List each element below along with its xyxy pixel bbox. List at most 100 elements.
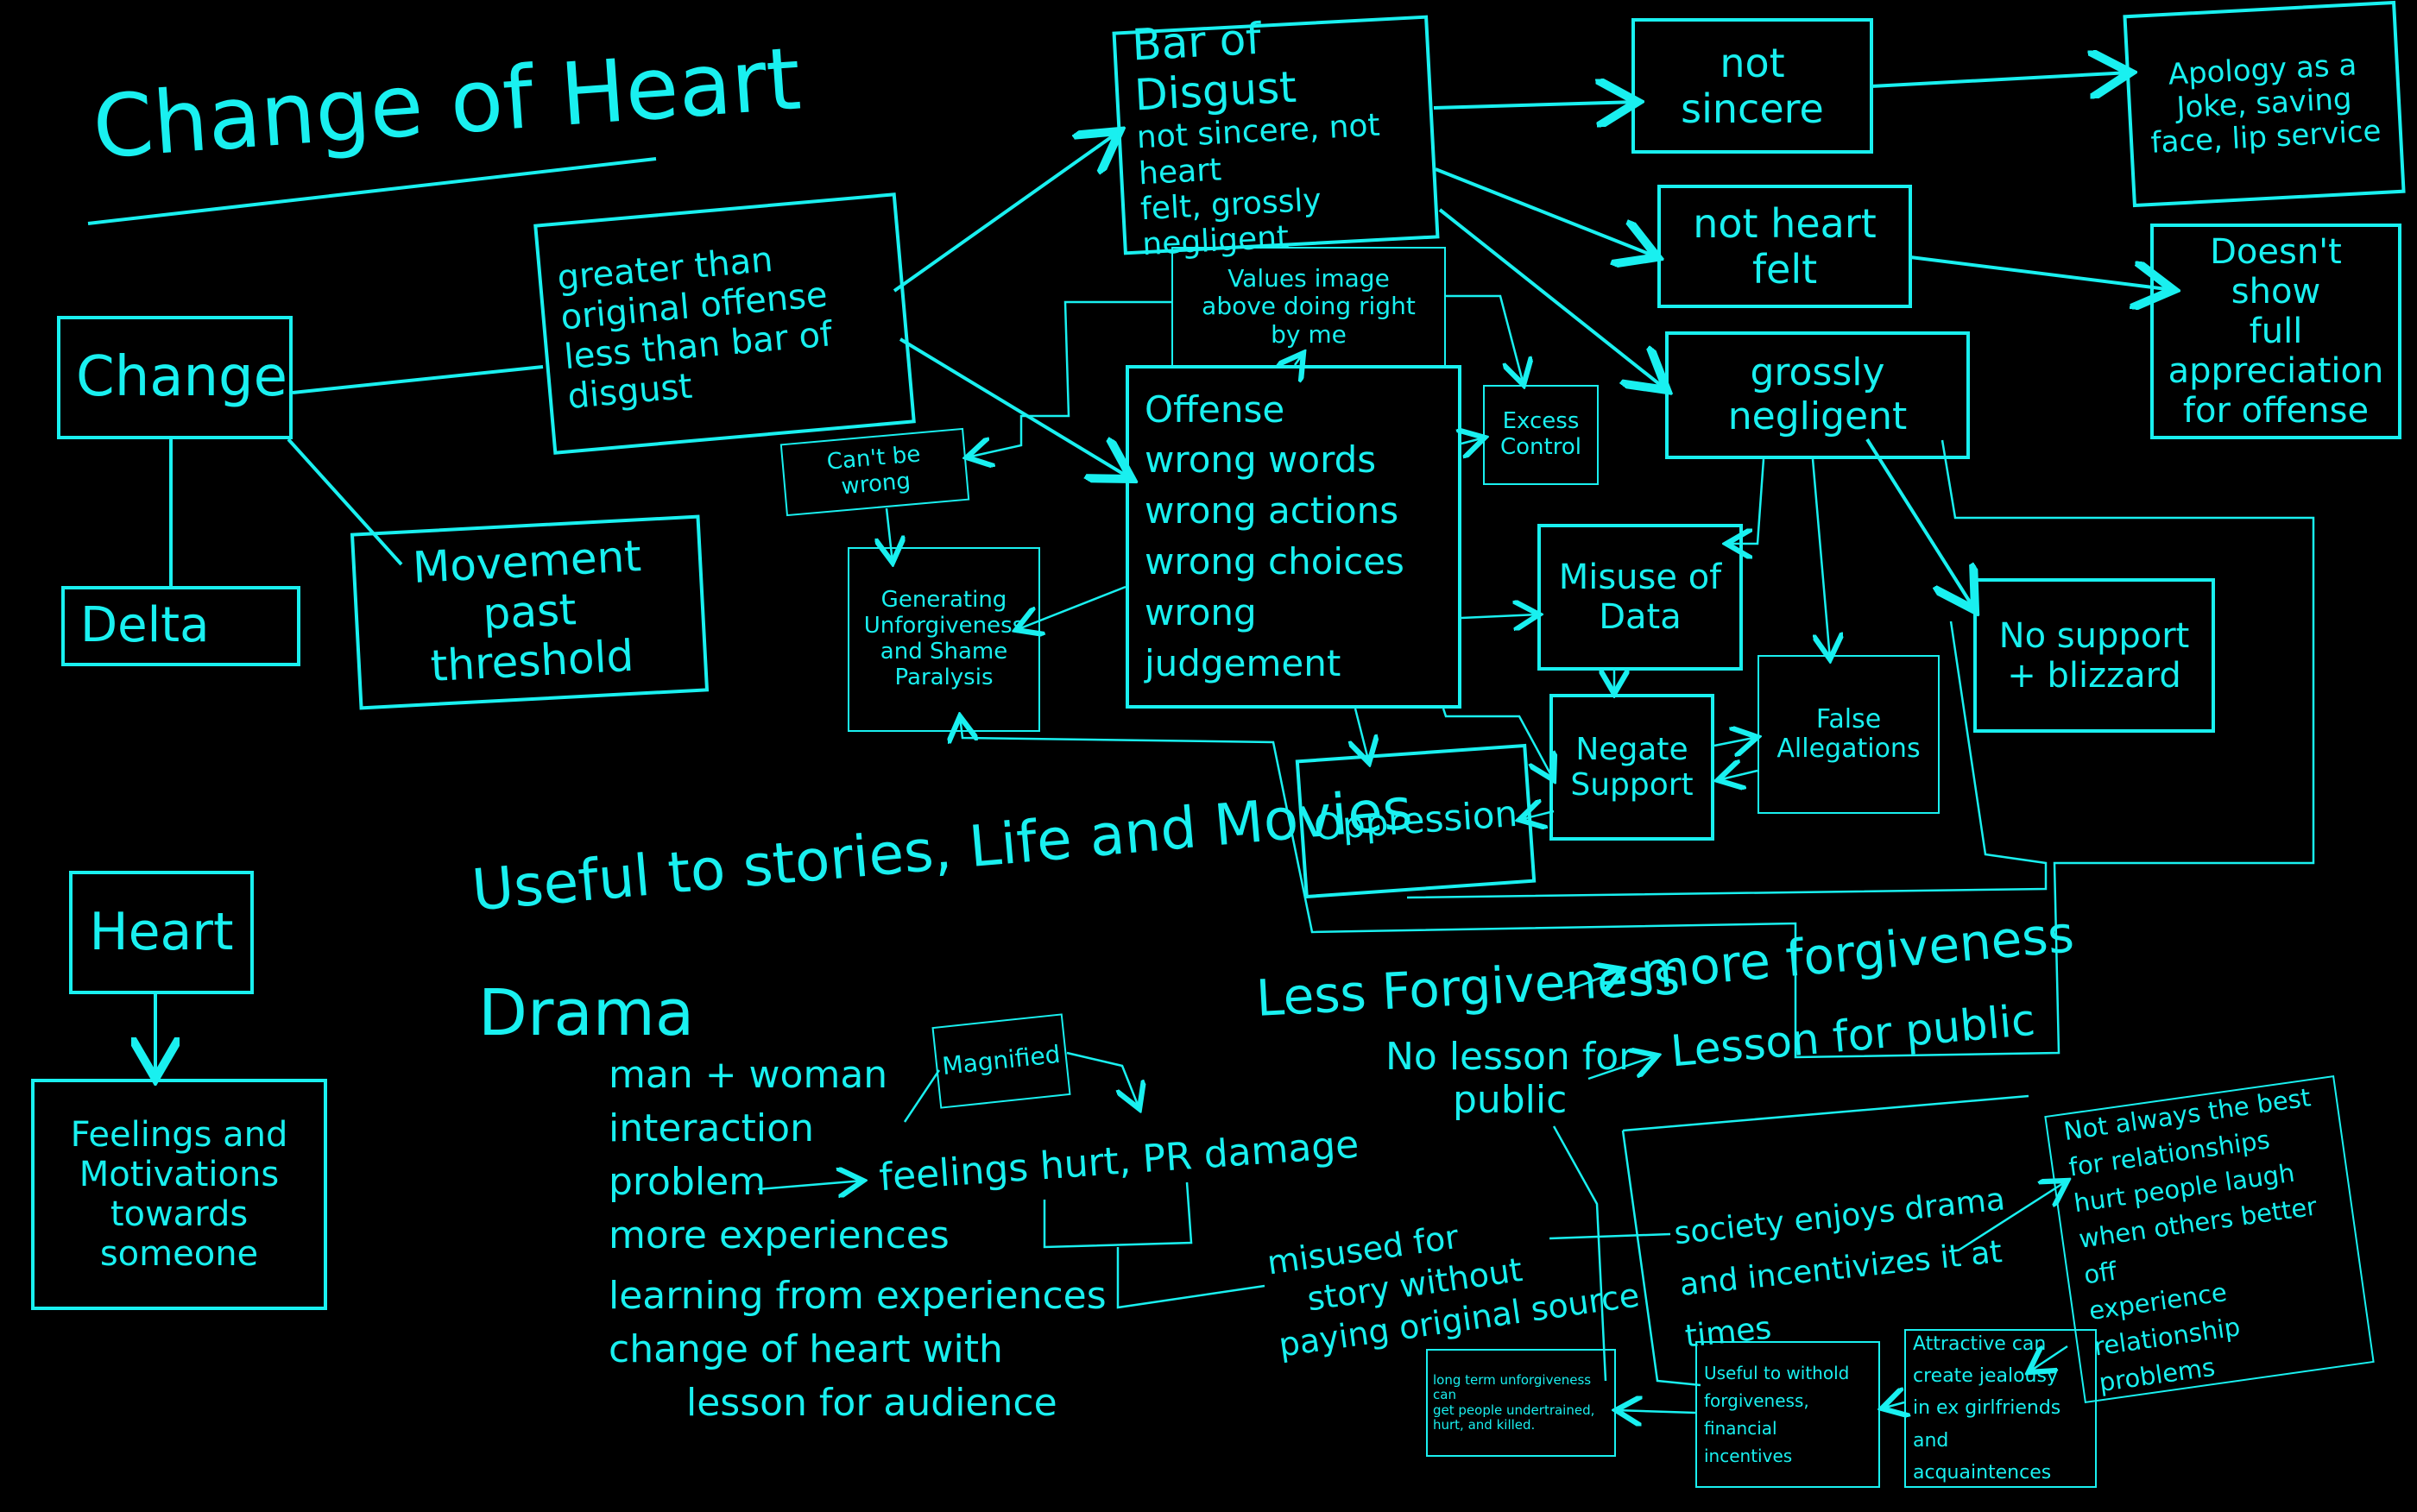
node-line: towards someone — [99, 1194, 259, 1274]
node-not-sincere: not sincere — [1631, 18, 1873, 154]
node-heading: Bar of Disgust — [1130, 14, 1298, 121]
node-line: full appreciation — [2168, 312, 2384, 391]
node-line: wrong actions — [1145, 489, 1399, 532]
connector — [1811, 458, 1830, 659]
node-delta: Delta — [61, 586, 300, 666]
connector — [1355, 708, 1369, 763]
node-line: Negate — [1575, 731, 1688, 767]
connector — [1446, 294, 1524, 385]
node-label: not heart felt — [1693, 199, 1877, 293]
node-line: Allegations — [1776, 734, 1921, 764]
note-line: learning from experiences — [609, 1274, 1107, 1318]
note-line: lesson for audience — [686, 1381, 1057, 1425]
feedback-loop — [960, 439, 2315, 1059]
connector — [757, 1181, 863, 1189]
node-line: Data — [1599, 597, 1682, 637]
title-underline — [87, 157, 657, 225]
connector — [1435, 167, 1657, 257]
connector — [1552, 1125, 1607, 1382]
node-line: wrong choices — [1145, 540, 1404, 583]
connector — [1295, 353, 1303, 365]
connector — [887, 507, 893, 563]
connector — [1433, 102, 1638, 108]
connector — [1461, 614, 1539, 618]
node-line: + blizzard — [2007, 655, 2181, 696]
node-line: Support — [1570, 767, 1694, 803]
node-heart: Heart — [69, 871, 254, 994]
connector — [1016, 585, 1126, 630]
connector — [292, 365, 544, 394]
connector — [1616, 1410, 1696, 1413]
connector — [1882, 1402, 1904, 1408]
node-label: Change — [76, 344, 288, 409]
connector — [1713, 737, 1758, 746]
bracket — [1043, 1181, 1193, 1249]
connector — [893, 131, 1120, 293]
connector — [1438, 208, 1667, 390]
connector — [903, 1069, 941, 1123]
bracket — [1621, 1094, 2029, 1387]
node-line: No support — [1998, 615, 2190, 656]
note-line: more experiences — [609, 1213, 950, 1257]
node-line: hurt, and killed. — [1433, 1416, 1536, 1433]
node-line: Misuse of — [1558, 558, 1722, 597]
node-heading: Offense — [1145, 387, 1285, 431]
note-line: public — [1452, 1078, 1568, 1122]
node-line: threshold — [429, 631, 635, 692]
connector — [1718, 771, 1758, 780]
node-line: Attractive can — [1913, 1332, 2047, 1355]
node-label: grossly negligent — [1727, 350, 1908, 438]
node-line: Motivations — [79, 1155, 280, 1194]
node-label: not sincere — [1681, 39, 1824, 132]
node-line: Unforgiveness — [863, 613, 1025, 639]
connector — [287, 438, 403, 566]
node-line: Doesn't show — [2210, 232, 2342, 312]
note-line: interaction — [609, 1106, 814, 1150]
note-line: man + woman — [609, 1053, 888, 1097]
connector — [1871, 72, 2130, 86]
node-line: Useful to withold — [1704, 1363, 1850, 1383]
connector — [1959, 1181, 2067, 1251]
node-line: wrong judgement — [1145, 590, 1341, 684]
node-label: Can't be wrong — [825, 441, 922, 501]
node-change: Change — [57, 316, 293, 439]
node-line: above doing right by me — [1202, 292, 1416, 349]
connector — [1865, 438, 1975, 610]
drama-notes: man + woman interaction problem more exp… — [609, 1049, 1107, 1430]
node-line: and acquaintences — [1913, 1429, 2052, 1484]
node-grossly-negligent: grossly negligent — [1665, 331, 1970, 459]
node-line: Excess — [1502, 408, 1580, 435]
node-line: long term unforgiveness can — [1433, 1372, 1592, 1403]
node-line: Control — [1500, 434, 1581, 460]
connector — [1442, 708, 1554, 780]
arrow — [1562, 969, 1623, 994]
connector — [1116, 1247, 1265, 1309]
node-line: forgiveness, financial — [1704, 1390, 1809, 1439]
connector — [1726, 458, 1765, 544]
loop-bottom — [1406, 621, 2048, 899]
connector — [1461, 438, 1485, 444]
node-line: and Shame — [880, 639, 1008, 665]
node-magnified: Magnified — [931, 1013, 1071, 1109]
connector — [967, 300, 1171, 457]
node-line: get people undertrained, — [1433, 1402, 1595, 1418]
node-line: Movement past — [411, 531, 643, 639]
connector — [2029, 1346, 2068, 1372]
connector — [899, 337, 1132, 479]
note-line: No lesson for — [1385, 1035, 1635, 1079]
note-line: change of heart with — [609, 1327, 1003, 1371]
node-line: Paralysis — [894, 664, 994, 690]
